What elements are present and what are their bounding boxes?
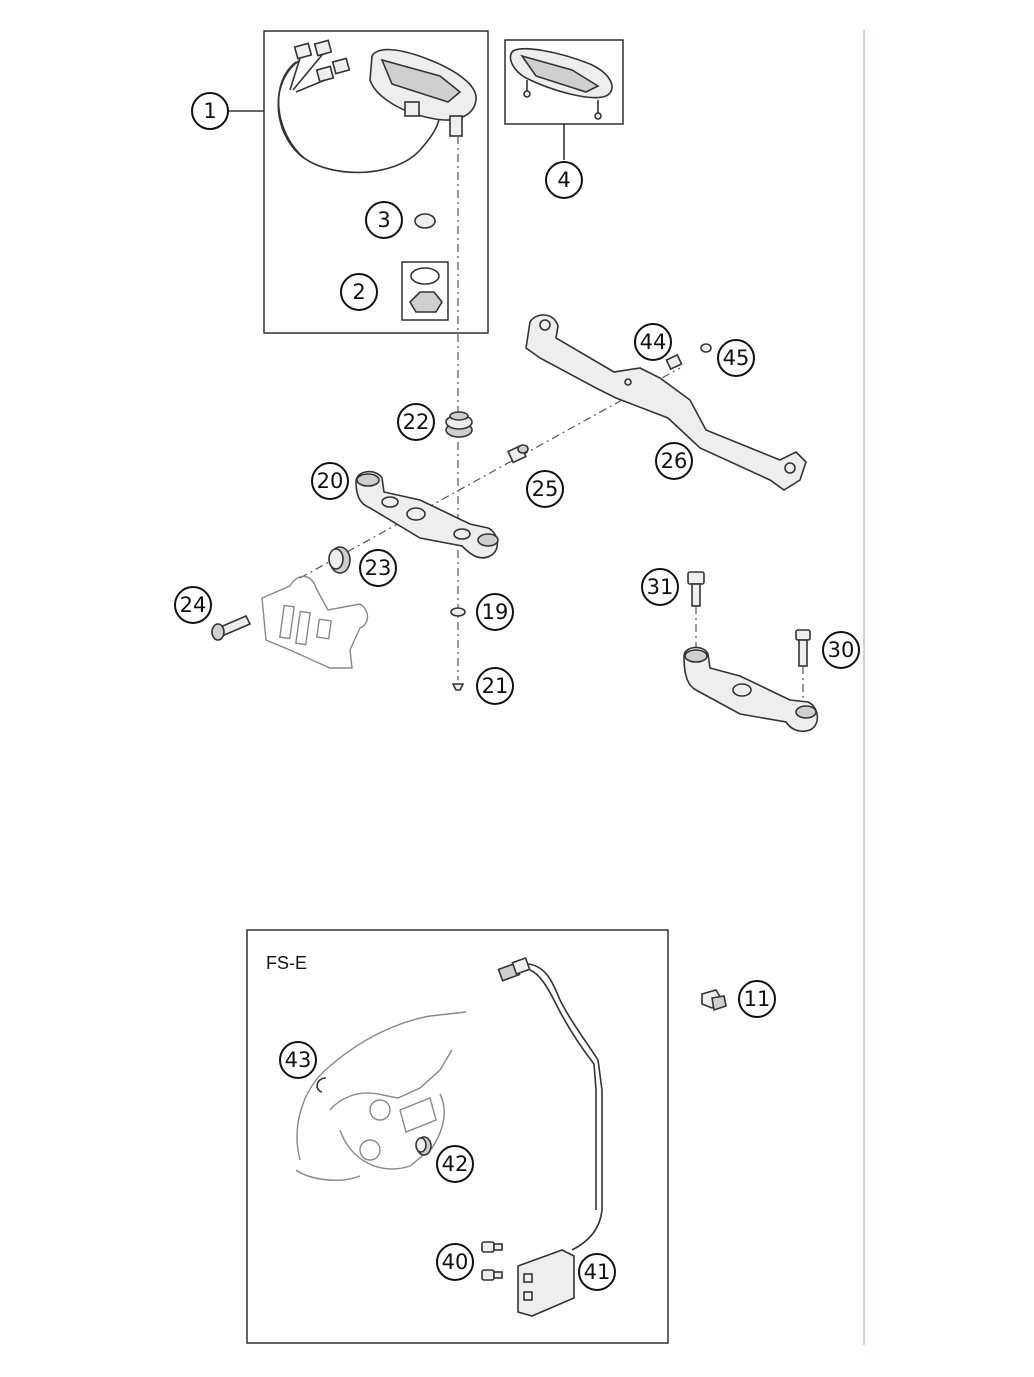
kit-box-part-2 [401,261,449,321]
svg-text:45: 45 [723,346,750,370]
callout-20: 20 [311,462,349,500]
cap-part-3 [414,213,436,229]
sleeve-part-42 [415,1136,432,1156]
svg-text:40: 40 [442,1250,469,1274]
mounting-plate [261,575,369,669]
callout-26: 26 [655,442,693,480]
svg-text:25: 25 [532,477,559,501]
svg-text:1: 1 [203,99,216,123]
callout-3: 3 [365,201,403,239]
svg-text:42: 42 [442,1152,469,1176]
lower-triple-clamp [683,646,819,733]
callout-24: 24 [174,586,212,624]
circlip-part-43 [316,1077,327,1093]
speedometer-unit [369,48,477,137]
bolt-part-24 [211,614,252,641]
svg-text:4: 4 [557,168,570,192]
svg-text:2: 2 [352,280,365,304]
svg-text:3: 3 [377,208,390,232]
washer-part-45 [700,343,712,353]
fse-variant-box [246,929,669,1344]
callout-45: 45 [717,339,755,377]
kit-box-part-1 [263,30,489,334]
callout-40: 40 [436,1243,474,1281]
screw-part-21 [451,683,465,691]
callout-22: 22 [397,403,435,441]
nut-part-2 [408,291,443,313]
washer-part-19 [450,607,466,617]
cable-connectors [289,39,351,93]
svg-text:26: 26 [661,449,688,473]
callout-1: 1 [191,92,229,130]
svg-text:24: 24 [180,593,207,617]
brake-disc-outline [295,1011,467,1181]
callout-42: 42 [436,1145,474,1183]
callout-2: 2 [340,273,378,311]
svg-text:22: 22 [403,410,430,434]
svg-text:41: 41 [584,1260,611,1284]
screws-part-40 [481,1241,503,1281]
svg-text:23: 23 [365,556,392,580]
bushing-part-23 [328,546,351,574]
svg-text:11: 11 [744,987,771,1011]
callout-43: 43 [279,1041,317,1079]
callout-23: 23 [359,549,397,587]
callout-41: 41 [578,1253,616,1291]
bolt-part-31 [687,571,705,607]
svg-text:19: 19 [482,600,509,624]
callout-44: 44 [634,323,672,361]
svg-text:20: 20 [317,469,344,493]
callout-19: 19 [476,593,514,631]
speedometer-display-part-4 [509,47,613,120]
svg-text:44: 44 [640,330,667,354]
svg-text:21: 21 [482,674,509,698]
svg-text:43: 43 [285,1048,312,1072]
callout-11: 11 [738,980,776,1018]
speed-sensor-cable [497,956,603,1251]
speed-sensor-part-41 [517,1249,575,1317]
callout-31: 31 [641,568,679,606]
grommet-part-22 [445,411,473,438]
svg-text:30: 30 [828,638,855,662]
bolt-part-30 [795,629,811,667]
triple-clamp-part-20 [355,470,499,559]
svg-text:31: 31 [647,575,674,599]
bushing-part-44 [665,353,683,371]
axis-diagonal [299,367,681,579]
callout-30: 30 [822,631,860,669]
callout-4: 4 [545,161,583,199]
spacer-part-25 [507,444,529,464]
cable-clip-part-11 [701,989,727,1012]
callout-25: 25 [526,470,564,508]
fse-label: FS-E [266,953,307,973]
bracket-part-26 [525,314,807,491]
callout-21: 21 [476,667,514,705]
